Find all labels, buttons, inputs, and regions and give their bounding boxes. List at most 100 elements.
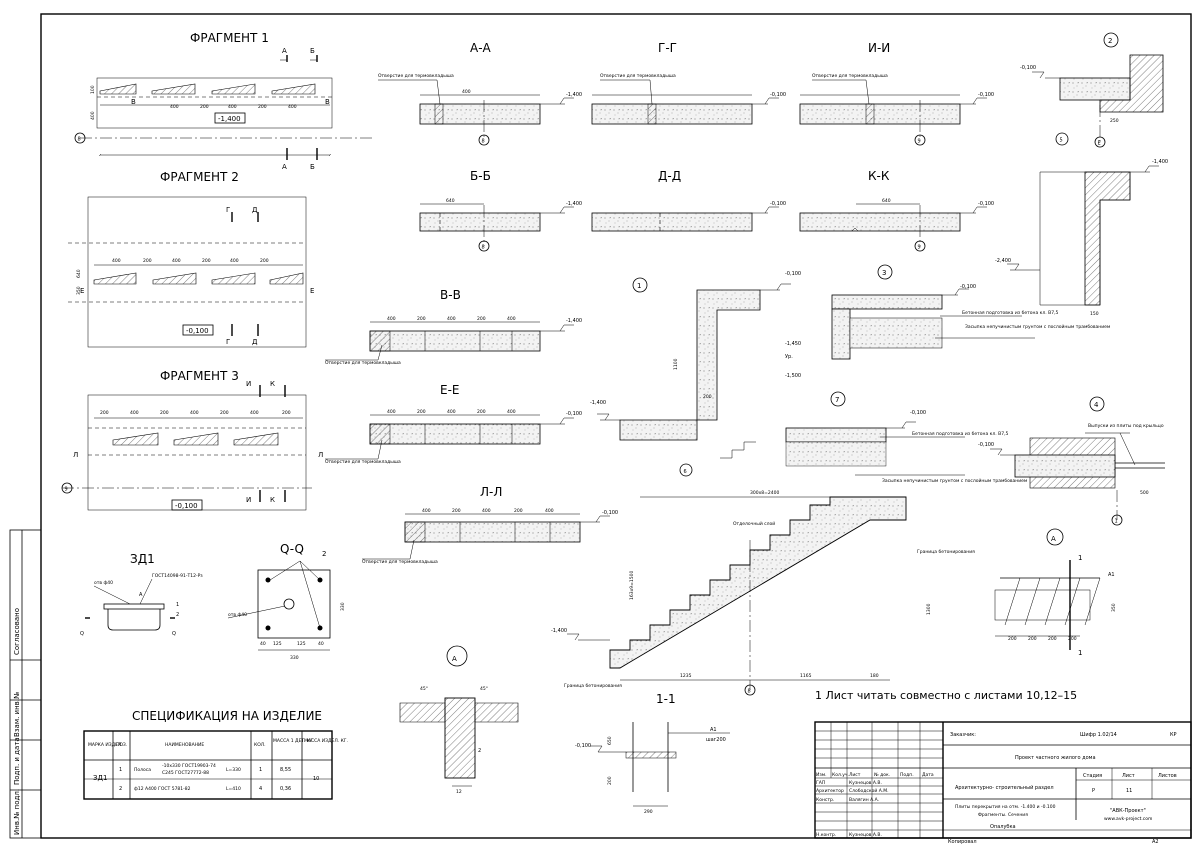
n5-level-bot: -2,400: [995, 258, 1011, 264]
svg-text:200: 200: [258, 104, 267, 110]
svg-text:125: 125: [273, 641, 282, 647]
svg-text:МАССА 1 ДЕТ. КГ.: МАССА 1 ДЕТ. КГ.: [273, 738, 314, 744]
svg-text:200: 200: [260, 258, 269, 264]
svg-text:Д: Д: [252, 338, 258, 346]
svg-text:Слободской А.М.: Слободской А.М.: [849, 787, 889, 794]
svg-text:А: А: [1051, 535, 1056, 543]
svg-text:Отделочный слой: Отделочный слой: [733, 520, 775, 527]
svg-text:12: 12: [456, 789, 462, 795]
svg-text:5: 5: [1060, 138, 1063, 144]
svg-text:Полоса: Полоса: [134, 767, 151, 773]
svg-text:Проект частного жилого дома: Проект частного жилого дома: [1015, 755, 1096, 761]
svg-text:Фрагменты. Сечения: Фрагменты. Сечения: [978, 812, 1028, 818]
svg-text:-10х330 ГОСТ19903-74: -10х330 ГОСТ19903-74: [162, 763, 216, 769]
svg-text:400: 400: [447, 316, 456, 322]
svg-text:Ур.: Ур.: [785, 354, 793, 360]
svg-text:Кузнецов А.В.: Кузнецов А.В.: [849, 832, 882, 838]
svg-text:300x8=2400: 300x8=2400: [750, 490, 779, 496]
svg-text:Заказчик:: Заказчик:: [950, 732, 976, 738]
svg-text:Выпуски из плиты под крыльцо: Выпуски из плиты под крыльцо: [1088, 423, 1164, 429]
svg-text:200: 200: [514, 508, 523, 514]
svg-text:Е: Е: [310, 287, 314, 295]
svg-text:А: А: [139, 592, 143, 598]
sec11-level: -0,100: [575, 743, 591, 749]
svg-text:МАРКА ИЗДЕЛ.: МАРКА ИЗДЕЛ.: [88, 742, 123, 748]
ee-level: -0,100: [566, 411, 582, 417]
svg-text:200: 200: [1028, 636, 1037, 642]
svg-text:400: 400: [172, 258, 181, 264]
f1-level: -1,400: [218, 115, 241, 123]
svg-text:Архитектурно- строительный раз: Архитектурно- строительный раздел: [955, 784, 1054, 791]
svg-text:400: 400: [462, 89, 471, 95]
n4-level: -0,100: [978, 442, 994, 448]
svg-text:8: 8: [482, 245, 485, 251]
svg-text:200: 200: [607, 776, 613, 785]
svg-text:"АВК-Проект": "АВК-Проект": [1110, 808, 1146, 814]
svg-text:200: 200: [417, 409, 426, 415]
spec-table: СПЕЦИФИКАЦИЯ НА ИЗДЕЛИЕ МАРКА ИЗДЕЛ. ПОЗ…: [83, 709, 348, 800]
stair-level: -1,400: [551, 628, 567, 634]
svg-text:Архитектор: Архитектор: [816, 788, 844, 794]
f3-dims: 200 400 200 400 200 400 200: [100, 410, 291, 416]
svg-text:ф12 А400 ГОСТ 5781-82: ф12 А400 ГОСТ 5781-82: [134, 786, 191, 792]
f3-axis: 9: [65, 487, 68, 493]
svg-text:Г: Г: [226, 206, 230, 214]
svg-text:Копировал: Копировал: [948, 839, 977, 845]
svg-text:ГАП: ГАП: [816, 780, 825, 786]
node-1: 1 -0,100 -1,400 1100 200 6: [590, 271, 801, 477]
stamp-inv-podl: Инв.№ подл.: [13, 789, 21, 835]
svg-text:400: 400: [447, 409, 456, 415]
svg-text:200: 200: [477, 409, 486, 415]
qq-title: Q-Q: [280, 542, 304, 556]
section-dd: Д-Д -0,100: [591, 169, 786, 232]
svg-text:200: 200: [1048, 636, 1057, 642]
svg-text:Шифр 1.02/14: Шифр 1.02/14: [1080, 732, 1117, 738]
svg-text:ЗД1: ЗД1: [93, 774, 107, 782]
svg-text:650: 650: [607, 736, 613, 745]
svg-text:400: 400: [507, 409, 516, 415]
fragment-1-title: ФРАГМЕНТ 1: [190, 31, 269, 45]
ii-level: -0,100: [978, 92, 994, 98]
svg-text:400: 400: [387, 316, 396, 322]
section-ii-title: И-И: [868, 41, 890, 55]
f1-dims: 400 200 400 200 400: [170, 104, 297, 110]
node-5: -1,400 -2,400 150: [995, 159, 1168, 317]
svg-text:350: 350: [76, 286, 82, 295]
sec11-title: 1-1: [656, 692, 676, 706]
node-7: 7 -0,100 Бетонная подготовка из бетона к…: [720, 391, 1027, 484]
svg-text:Д: Д: [252, 206, 258, 214]
section-aa: А-А 8 400 -1,400 Отверстие для термовкла…: [378, 41, 582, 146]
section-gg: Г-Г -0,100 Отверстие для термовкладыша: [591, 41, 786, 125]
svg-text:10: 10: [313, 776, 319, 782]
stamp-vzam: Взам. инв.№: [13, 692, 21, 737]
svg-text:1: 1: [119, 767, 122, 773]
svg-text:1: 1: [176, 602, 179, 608]
svg-text:1: 1: [1115, 519, 1118, 525]
svg-text:Бетонная подготовка из бетона: Бетонная подготовка из бетона кл. B7,5: [912, 431, 1008, 437]
svg-text:№ док.: № док.: [874, 772, 890, 778]
zd1-title: ЗД1: [130, 552, 155, 566]
svg-text:250: 250: [1110, 118, 1119, 124]
svg-text:11: 11: [1126, 788, 1132, 794]
svg-text:К: К: [270, 496, 275, 504]
svg-text:Отверстие для термовкладыша: Отверстие для термовкладыша: [362, 559, 438, 565]
svg-text:350: 350: [1111, 603, 1117, 612]
svg-text:Отверстие для термовкладыша: Отверстие для термовкладыша: [812, 73, 888, 79]
section-ii: И-И 9 -0,100 Отверстие для термовкладыша: [799, 41, 994, 146]
svg-text:Валягин А.А.: Валягин А.А.: [849, 797, 879, 803]
f2-dims: 400 200 400 200 400 200: [112, 258, 269, 264]
svg-text:400: 400: [190, 410, 199, 416]
svg-text:Н.контр.: Н.контр.: [816, 832, 836, 838]
svg-text:4: 4: [259, 786, 262, 792]
section-vv-title: В-В: [440, 288, 461, 302]
svg-text:Г: Г: [226, 338, 230, 346]
section-bb-title: Б-Б: [470, 169, 491, 183]
svg-text:Подп.: Подп.: [900, 772, 914, 778]
svg-text:И: И: [246, 496, 251, 504]
svg-text:1300: 1300: [926, 603, 932, 615]
svg-text:Засыпка непучинистым грунтом с: Засыпка непучинистым грунтом с послойным…: [882, 477, 1027, 484]
svg-text:В: В: [325, 98, 330, 106]
svg-text:200: 200: [143, 258, 152, 264]
svg-text:1235: 1235: [680, 673, 692, 679]
svg-text:L=410: L=410: [226, 786, 241, 792]
